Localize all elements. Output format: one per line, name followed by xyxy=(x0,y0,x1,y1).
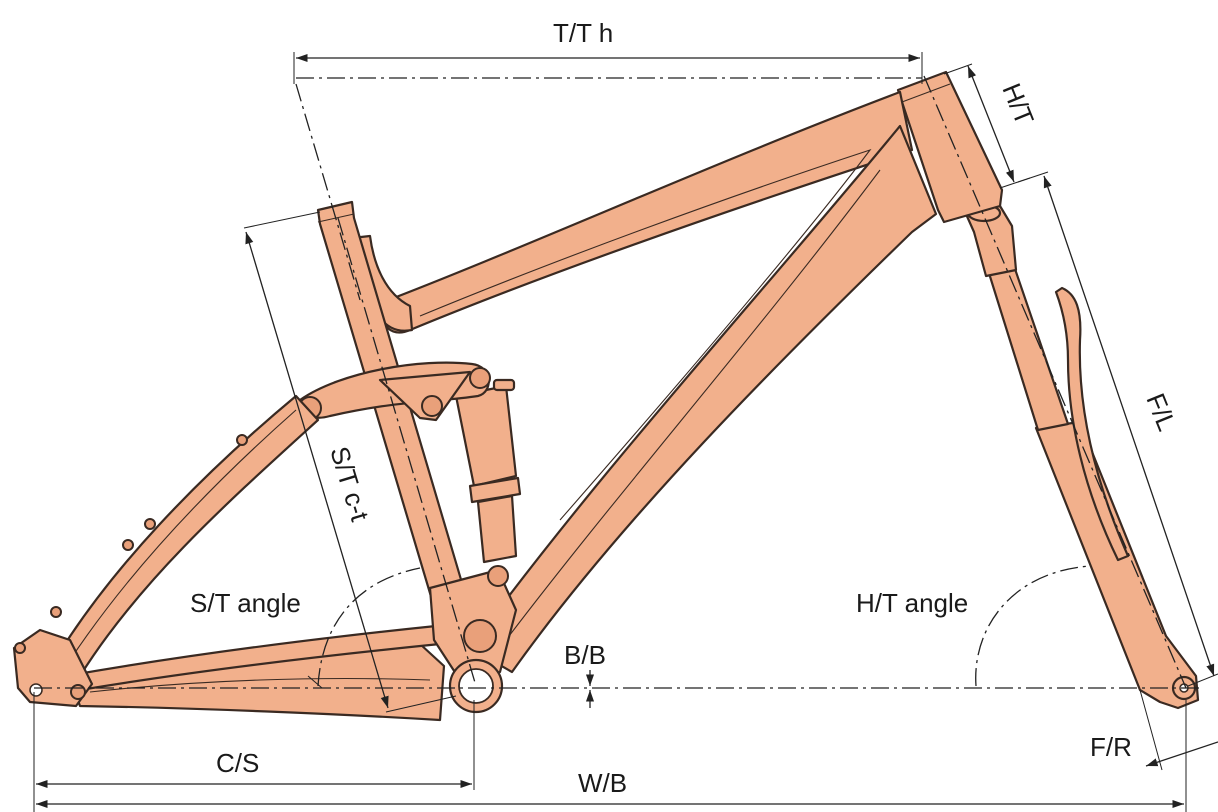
rocker-arm xyxy=(378,370,472,422)
bike-frame xyxy=(12,70,1200,722)
label-top-tube-horizontal: T/T h xyxy=(553,18,613,48)
label-bottom-bracket: B/B xyxy=(564,640,606,670)
head-tube-band xyxy=(901,83,951,103)
label-fork-rake: F/R xyxy=(1090,732,1132,762)
shock-lever xyxy=(492,378,516,392)
chainstay-pivot xyxy=(70,684,86,700)
pivot-rocker-mid xyxy=(421,395,443,417)
fork-stanchion xyxy=(986,264,1070,432)
label-fork-length: F/L xyxy=(1140,389,1182,435)
label-chainstay: C/S xyxy=(216,748,259,778)
pivot-rocker-front xyxy=(469,367,491,389)
label-seat-tube-ct: S/T c-t xyxy=(324,443,375,525)
pivot-lower-shock xyxy=(487,565,509,587)
dropout-bolt xyxy=(14,642,26,654)
dimension-lines xyxy=(33,52,1218,812)
bottom-bracket-bore xyxy=(458,668,494,704)
label-seat-tube-angle: S/T angle xyxy=(190,588,301,618)
cable-guide-3 xyxy=(122,539,134,551)
rear-shock-body xyxy=(454,384,518,488)
rear-axle-hole xyxy=(29,683,43,697)
cable-guide-1 xyxy=(236,434,248,446)
pivot-main xyxy=(463,619,497,653)
frame-inner-line xyxy=(419,148,872,521)
label-wheelbase: W/B xyxy=(578,768,627,798)
rear-shock-shaft xyxy=(476,494,518,564)
down-tube-inner-line xyxy=(505,169,881,641)
label-head-tube-angle: H/T angle xyxy=(856,588,968,618)
cable-guide-2 xyxy=(144,518,156,530)
cable-guide-4 xyxy=(50,606,62,618)
head-tube xyxy=(896,70,1004,224)
label-head-tube: H/T xyxy=(996,79,1040,129)
seat-stay xyxy=(48,394,320,678)
fork-lower-leg xyxy=(1034,420,1200,710)
